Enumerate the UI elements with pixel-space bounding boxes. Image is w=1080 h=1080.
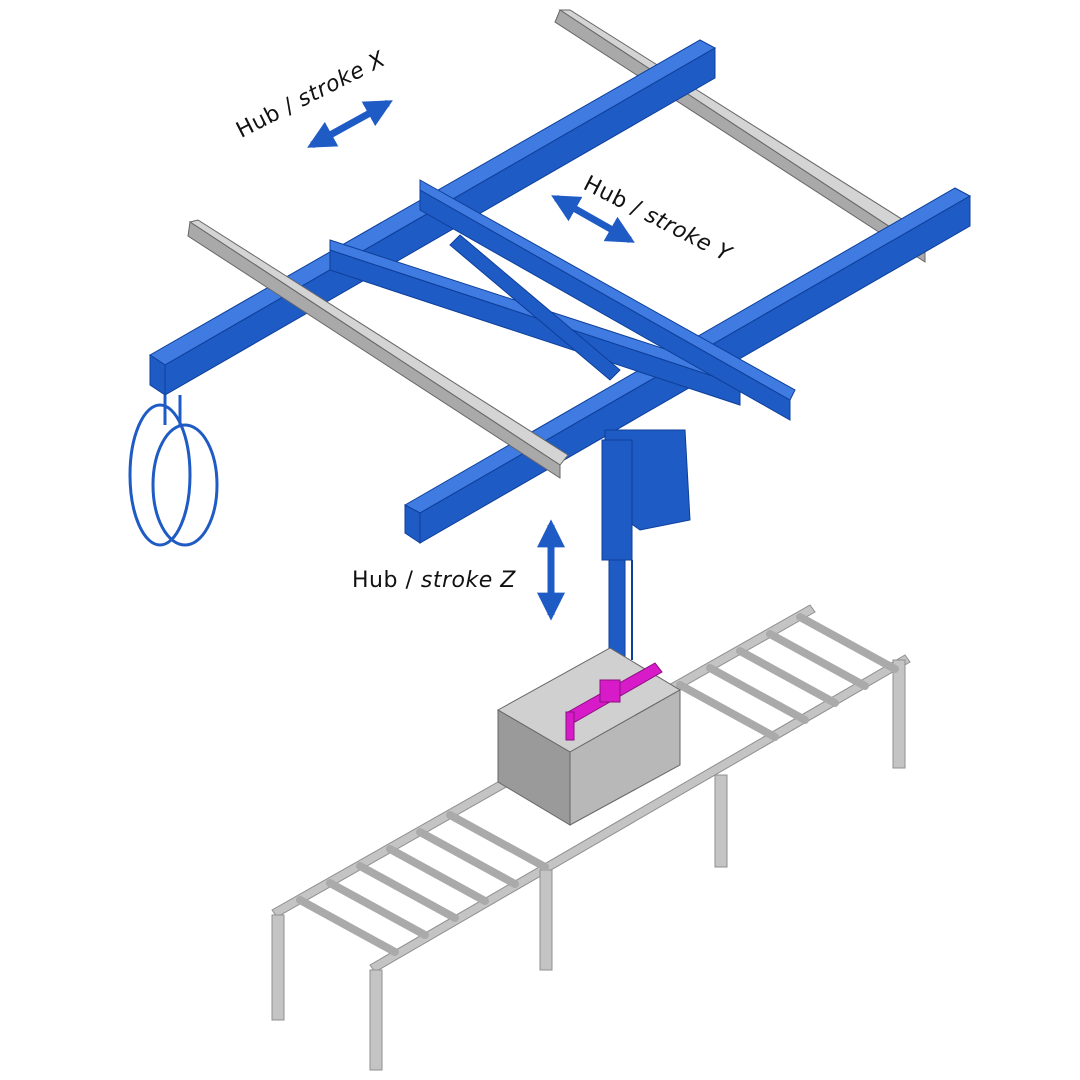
magenta-gripper [565,662,663,741]
gray-ibeam-front [187,219,569,479]
stroke-z-text: stroke Z [420,568,516,593]
double-arrow-icon [307,99,393,149]
conveyor-rollers [296,613,899,956]
blue-bridge-rails [329,179,796,421]
pendant-cable [128,395,219,547]
hoist-unit [601,429,691,661]
stroke-z-sep: / [397,568,421,593]
double-arrow-icon [551,194,635,244]
stroke-z-label: Hub / stroke Z [352,568,516,593]
stroke-z-hub: Hub [352,568,398,593]
